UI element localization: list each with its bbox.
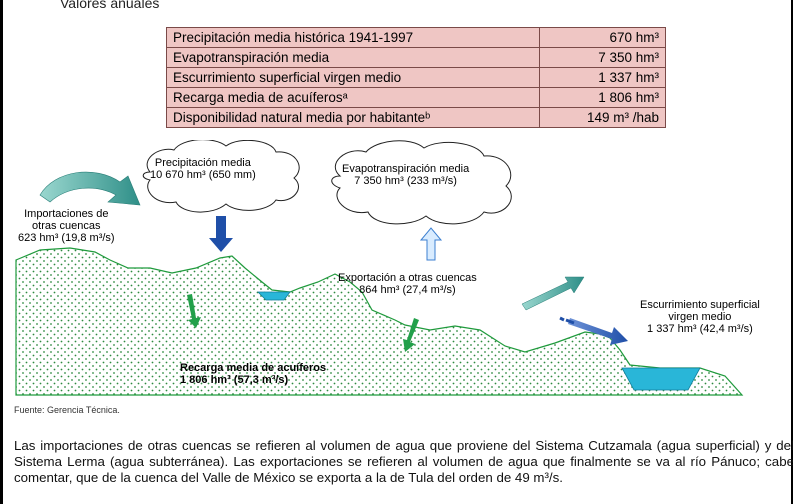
runoff-line3: 1 337 hm³ (42,4 m³/s) [647, 323, 753, 335]
recharge-line1: Recarga media de acuíferos [180, 362, 327, 374]
row-value: 7 350 hm³ [539, 47, 666, 68]
imports-line2: otras cuencas [32, 220, 101, 232]
import-arrow-icon [39, 171, 141, 206]
section-title: Valores anuales [60, 0, 160, 11]
table-row: Escurrimiento superficial virgen medio 1… [166, 67, 666, 88]
precipitation-cloud-icon [142, 140, 300, 213]
table-row: Evapotranspiración media 7 350 hm³ [166, 47, 666, 68]
recharge-label: Recarga media de acuíferos 1 806 hm³ (57… [180, 362, 326, 386]
evapotranspiration-line2: 7 350 hm³ (233 m³/s) [354, 175, 457, 187]
row-value: 670 hm³ [539, 27, 666, 48]
source-note: Fuente: Gerencia Técnica. [14, 405, 120, 415]
exports-line2: 864 hm³ (27,4 m³/s) [359, 284, 456, 296]
row-label: Evapotranspiración media [166, 47, 540, 68]
evapotranspiration-up-arrow-icon [419, 227, 443, 261]
table-row: Recarga media de acuíferosᵃ 1 806 hm³ [166, 87, 666, 108]
exports-line1: Exportación a otras cuencas [338, 272, 477, 284]
imports-line3: 623 hm³ (19,8 m³/s) [18, 232, 115, 244]
runoff-line1: Escurrimiento superficial [640, 299, 760, 311]
small-lake [257, 291, 291, 301]
annual-values-table: Precipitación media histórica 1941-1997 … [166, 27, 666, 128]
row-value: 1 806 hm³ [539, 87, 666, 108]
exports-label: Exportación a otras cuencas 864 hm³ (27,… [338, 272, 477, 296]
recharge-arrow-right-icon [403, 318, 419, 352]
runoff-label: Escurrimiento superficial virgen medio 1… [640, 299, 760, 335]
big-lake [621, 367, 701, 391]
precipitation-label: Precipitación media 10 670 hm³ (650 mm) [150, 157, 256, 181]
row-value: 149 m³ /hab [539, 107, 666, 128]
recharge-line2: 1 806 hm³ (57,3 m³/s) [180, 374, 289, 386]
evapotranspiration-line1: Evapotranspiración media [342, 163, 470, 175]
export-arrow-icon [521, 276, 585, 311]
runoff-arrow-dashes [559, 316, 575, 325]
right-border [791, 0, 793, 504]
precipitation-line1: Precipitación media [154, 157, 251, 169]
precipitation-line2: 10 670 hm³ (650 mm) [150, 169, 256, 181]
water-balance-diagram [15, 140, 744, 396]
evapotranspiration-label: Evapotranspiración media 7 350 hm³ (233 … [342, 163, 469, 187]
row-label: Escurrimiento superficial virgen medio [166, 67, 540, 88]
row-label: Precipitación media histórica 1941-1997 [166, 27, 540, 48]
row-label: Recarga media de acuíferosᵃ [166, 87, 540, 108]
runoff-line2: virgen medio [668, 311, 732, 323]
evapotranspiration-cloud-icon [331, 140, 512, 225]
body-paragraph: Las importaciones de otras cuencas se re… [14, 438, 793, 485]
imports-line1: Importaciones de [24, 208, 109, 220]
imports-label: Importaciones de otras cuencas 623 hm³ (… [18, 208, 115, 244]
recharge-arrow-left-icon [187, 294, 201, 328]
row-label: Disponibilidad natural media por habitan… [166, 107, 540, 128]
table-row: Disponibilidad natural media por habitan… [166, 107, 666, 128]
row-value: 1 337 hm³ [539, 67, 666, 88]
left-border [0, 0, 3, 504]
runoff-arrow-icon [568, 318, 628, 345]
precipitation-down-arrow-icon [209, 216, 233, 252]
terrain [15, 247, 744, 396]
table-row: Precipitación media histórica 1941-1997 … [166, 27, 666, 48]
